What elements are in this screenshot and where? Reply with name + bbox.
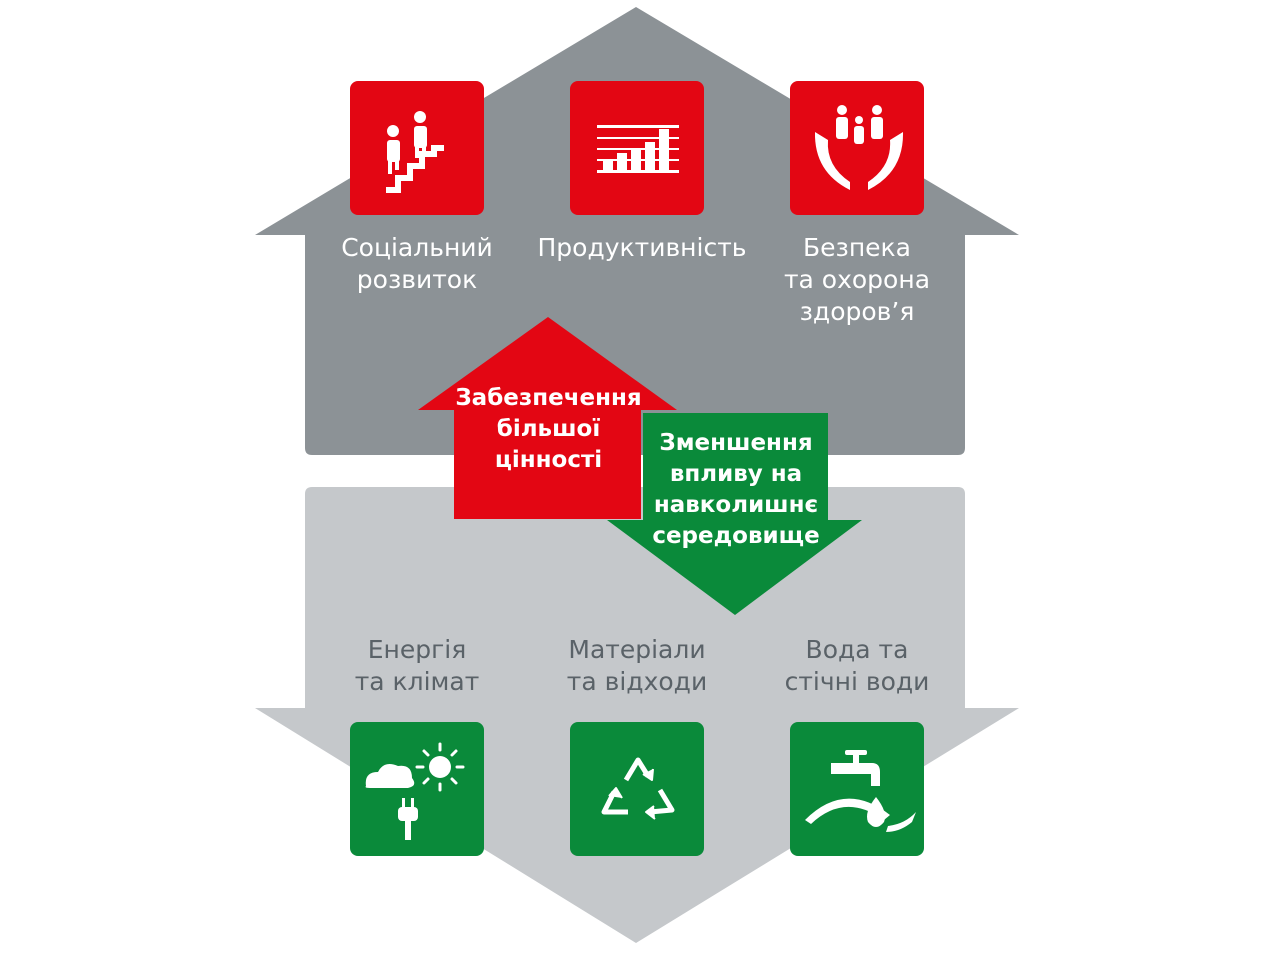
bar-chart-icon [597, 125, 679, 173]
reduce-impact-arrow [607, 413, 862, 615]
label-energy-climate: Енергія та клімат [354, 635, 480, 696]
bottom-icon-box-energy [350, 722, 484, 856]
top-house-shape [255, 7, 1019, 455]
people-climbing-stairs-icon [386, 111, 444, 193]
label-materials-waste: Матеріали та відходи [566, 635, 708, 696]
label-productivity: Продуктивність [537, 233, 747, 262]
label-social-development: Соціальний розвиток [341, 233, 493, 294]
label-reduce-impact: Зменшення впливу на навколишнє середовищ… [652, 430, 820, 549]
bottom-icon-box-materials [570, 722, 704, 856]
bottom-icon-box-water [790, 722, 924, 856]
top-icon-box-productivity [570, 81, 704, 215]
label-increase-value: Забезпечення більшої цінності [455, 385, 642, 473]
label-water-wastewater: Вода та стічні води [784, 635, 930, 696]
top-icon-box-safety [790, 81, 924, 215]
label-health-safety: Безпека та охорона здоров’я [783, 233, 931, 326]
bottom-house-shape [255, 487, 1019, 943]
water-tap-drop-icon [805, 750, 916, 832]
increase-value-arrow [418, 317, 677, 519]
hands-protecting-people-icon [814, 105, 904, 190]
top-icon-box-social [350, 81, 484, 215]
recycle-icon [601, 757, 675, 820]
cloud-sun-plug-icon [365, 742, 465, 840]
